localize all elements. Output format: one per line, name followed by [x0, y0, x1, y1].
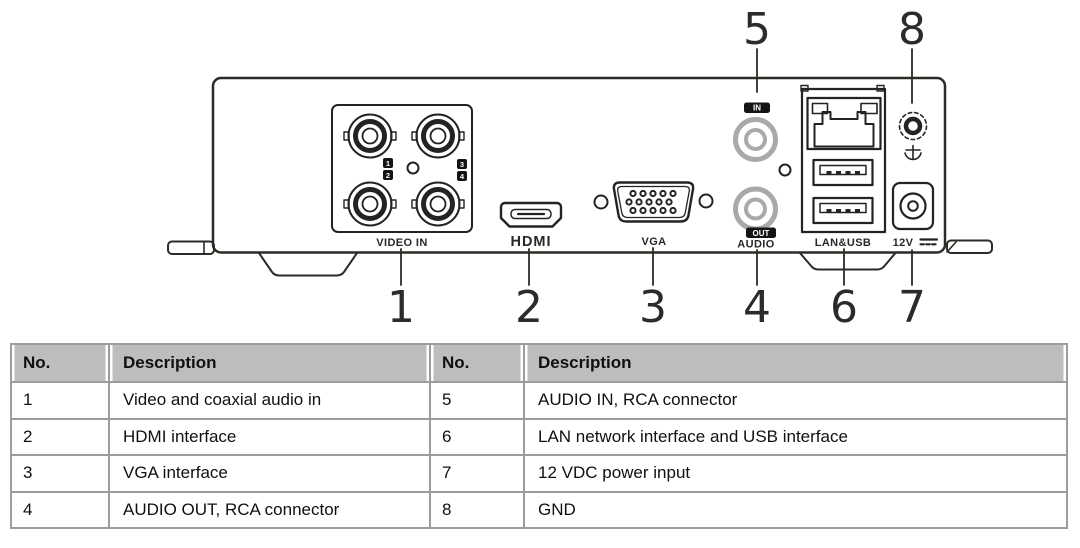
channel-badges: 1 2 3 4 [383, 158, 467, 181]
callout-7: 7 [898, 282, 926, 333]
table-cell: AUDIO OUT, RCA connector [110, 492, 429, 527]
video-in-bnc-group: 1 2 3 4 VIDEO IN [331, 104, 473, 249]
power-jack: 12V [891, 181, 939, 249]
table-cell: 7 [431, 456, 523, 491]
gnd-screw-hole [903, 116, 923, 136]
earth-ground-icon [904, 144, 922, 161]
table-cell: AUDIO IN, RCA connector [525, 383, 1066, 418]
table-cell: 1 [12, 383, 108, 418]
table-cell: HDMI interface [110, 419, 429, 454]
lan-usb-box [800, 87, 887, 234]
table-cell: 12 VDC power input [525, 456, 1066, 491]
callouts: 5 8 1 2 3 4 6 7 [387, 4, 926, 333]
power-jack-body [891, 181, 935, 231]
audio-out-rca [733, 186, 778, 232]
callout-4: 4 [743, 282, 771, 333]
vga-port: VGA [593, 181, 714, 248]
audio-in-badge-label: IN [753, 104, 761, 113]
callout-6: 6 [830, 282, 858, 333]
right-ear-fold [946, 241, 957, 253]
hdmi-slot [510, 208, 552, 220]
rear-panel-diagram: 1 2 3 4 VIDEO IN HDMI VGA IN [167, 4, 993, 333]
usb-port-top [812, 158, 874, 187]
table-cell: Video and coaxial audio in [110, 383, 429, 418]
ethernet-port [806, 96, 882, 151]
bnc-group-box [331, 104, 473, 233]
bnc-center-screw-hole [406, 161, 420, 175]
vga-screw-left [593, 194, 609, 210]
vga-screw-right [698, 193, 714, 209]
callout-3: 3 [639, 282, 667, 333]
bnc-connector-3 [411, 113, 465, 159]
ethernet-led-right [860, 102, 878, 115]
ethernet-jack [813, 111, 875, 148]
channel-3-label: 3 [460, 160, 464, 169]
channel-1-label: 1 [386, 159, 390, 168]
audio-in-badge [744, 102, 770, 113]
table-header-desc-2: Description [525, 345, 1066, 381]
lan-usb-group: LAN&USB [800, 84, 887, 249]
vga-label: VGA [641, 236, 666, 248]
left-ear [167, 240, 215, 255]
ethernet-led-left [811, 102, 829, 115]
table-cell: VGA interface [110, 456, 429, 491]
usb-port-bottom [812, 196, 874, 225]
bnc-connector-1 [343, 113, 397, 159]
video-in-label: VIDEO IN [376, 237, 428, 249]
table-cell: 6 [431, 419, 523, 454]
interface-description-table: No. Description No. Description 1 Video … [10, 343, 1068, 529]
bnc-connector-2 [343, 181, 397, 227]
audio-in-rca [733, 117, 778, 162]
right-ear [946, 239, 993, 254]
hdmi-port: HDMI [499, 201, 563, 250]
vga-pins [625, 189, 677, 215]
callout-1: 1 [387, 282, 415, 333]
panel-outline [211, 76, 947, 254]
callout-2: 2 [515, 282, 543, 333]
table-cell: GND [525, 492, 1066, 527]
gnd-dashed-ring [898, 111, 928, 141]
audio-out-badge [746, 227, 776, 238]
table-cell: LAN network interface and USB interface [525, 419, 1066, 454]
power-label: 12V [893, 237, 914, 249]
table-cell: 5 [431, 383, 523, 418]
channel-4-label: 4 [460, 172, 465, 181]
table-header-no-2: No. [431, 345, 523, 381]
hdmi-label: HDMI [510, 234, 551, 250]
callout-5: 5 [743, 4, 771, 55]
table-header-no-1: No. [12, 345, 108, 381]
gnd-screw [898, 111, 928, 161]
power-jack-pin [907, 200, 919, 212]
table-cell: 2 [12, 419, 108, 454]
vga-connector-inner [616, 185, 691, 219]
audio-screw-hole [778, 163, 792, 177]
audio-label: AUDIO [737, 239, 774, 251]
power-jack-barrel [899, 192, 927, 220]
channel-2-label: 2 [386, 171, 390, 180]
table-cell: 4 [12, 492, 108, 527]
hdmi-connector [499, 201, 563, 228]
table-cell: 8 [431, 492, 523, 527]
callout-lines [400, 48, 913, 286]
bnc-connector-4 [411, 181, 465, 227]
chassis [167, 76, 993, 277]
lan-usb-label: LAN&USB [815, 237, 872, 249]
audio-rca-group: IN OUT AUDIO [733, 102, 792, 251]
audio-out-badge-label: OUT [753, 229, 770, 238]
left-foot [258, 252, 358, 277]
dc-symbol-icon [919, 238, 939, 246]
right-foot [799, 252, 896, 271]
table-cell: 3 [12, 456, 108, 491]
table-header-desc-1: Description [110, 345, 429, 381]
vga-connector-outer [612, 181, 695, 223]
callout-8: 8 [898, 4, 926, 55]
